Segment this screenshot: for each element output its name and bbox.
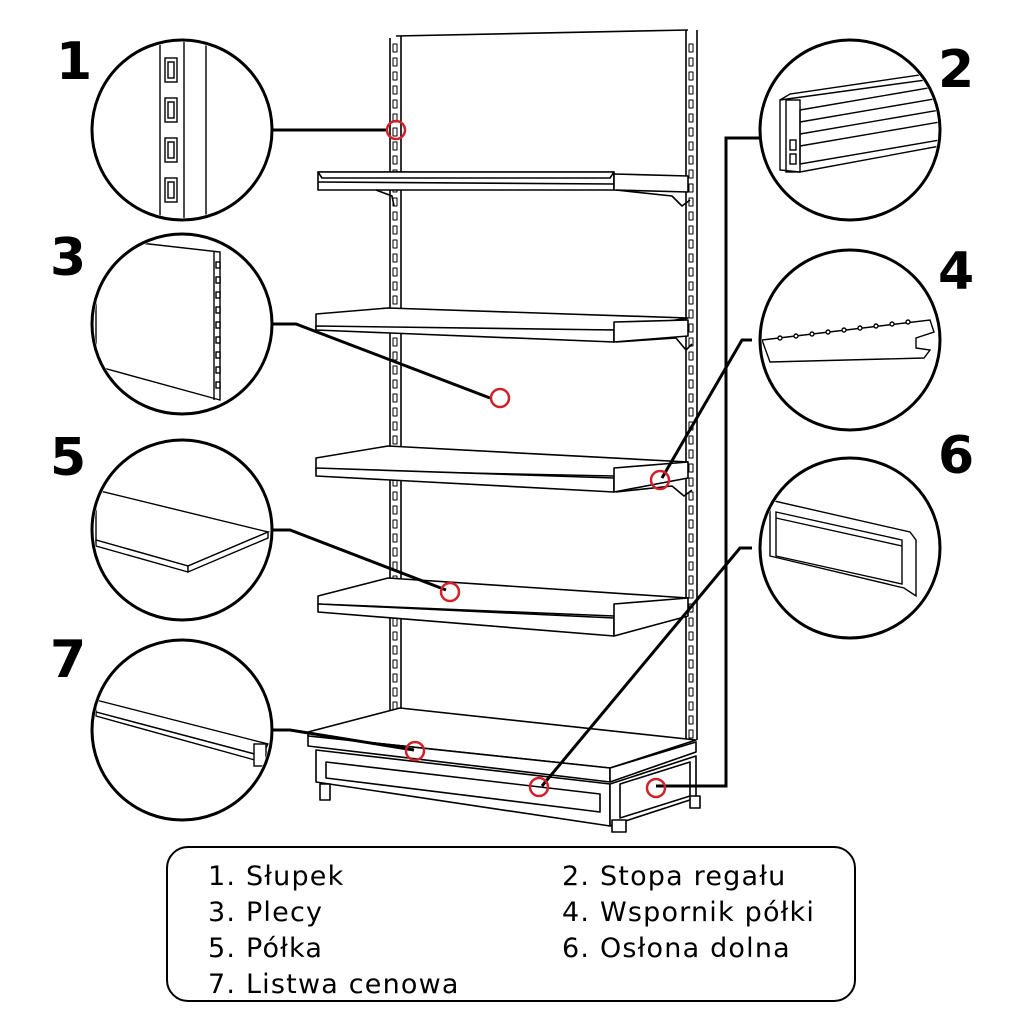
shelf-4 (317, 577, 689, 637)
marker-bracket (649, 469, 671, 491)
callout-number-5: 5 (50, 428, 87, 488)
marker-foot (645, 777, 667, 799)
marker-kickplate (528, 776, 550, 798)
legend-item-3: 3. Plecy (208, 897, 324, 928)
legend-item-6: 6. Osłona dolna (562, 933, 791, 964)
marker-upright (385, 119, 407, 141)
marker-price-strip (404, 740, 426, 762)
callout-number-1: 1 (56, 32, 93, 92)
shelf-unit (307, 29, 701, 833)
base-plinth (315, 749, 701, 833)
marker-back-panel (489, 387, 511, 409)
shelf-2 (315, 307, 693, 351)
base-shelf (307, 707, 697, 783)
callout-number-3: 3 (50, 228, 87, 288)
detail-foot-drawing (779, 71, 938, 173)
legend-item-4: 4. Wspornik półki (562, 897, 816, 928)
markers (385, 119, 671, 799)
detail-back-panel-drawing (95, 237, 221, 401)
detail-upright-drawing (159, 42, 207, 218)
callout-number-6: 6 (938, 426, 975, 486)
legend-item-2: 2. Stopa regału (562, 861, 787, 892)
shelf-1 (317, 171, 691, 207)
legend-item-1: 1. Słupek (208, 861, 345, 892)
callout-number-7: 7 (50, 630, 87, 690)
shelf-3 (315, 445, 693, 497)
legend-box: 1. Słupek 2. Stopa regału 3. Plecy 4. Ws… (166, 846, 856, 1002)
legend-item-7: 7. Listwa cenowa (208, 969, 460, 1000)
detail-shelf-drawing (95, 489, 270, 574)
detail-price-strip-drawing (95, 699, 270, 767)
callout-number-2: 2 (938, 40, 975, 100)
detail-bracket-drawing (762, 319, 935, 363)
callout-number-4: 4 (938, 242, 975, 302)
legend-item-5: 5. Półka (208, 933, 324, 964)
callout-lines (270, 128, 762, 788)
detail-kickplate-drawing (769, 499, 917, 598)
detail-upright (90, 38, 274, 222)
marker-shelf (439, 581, 461, 603)
